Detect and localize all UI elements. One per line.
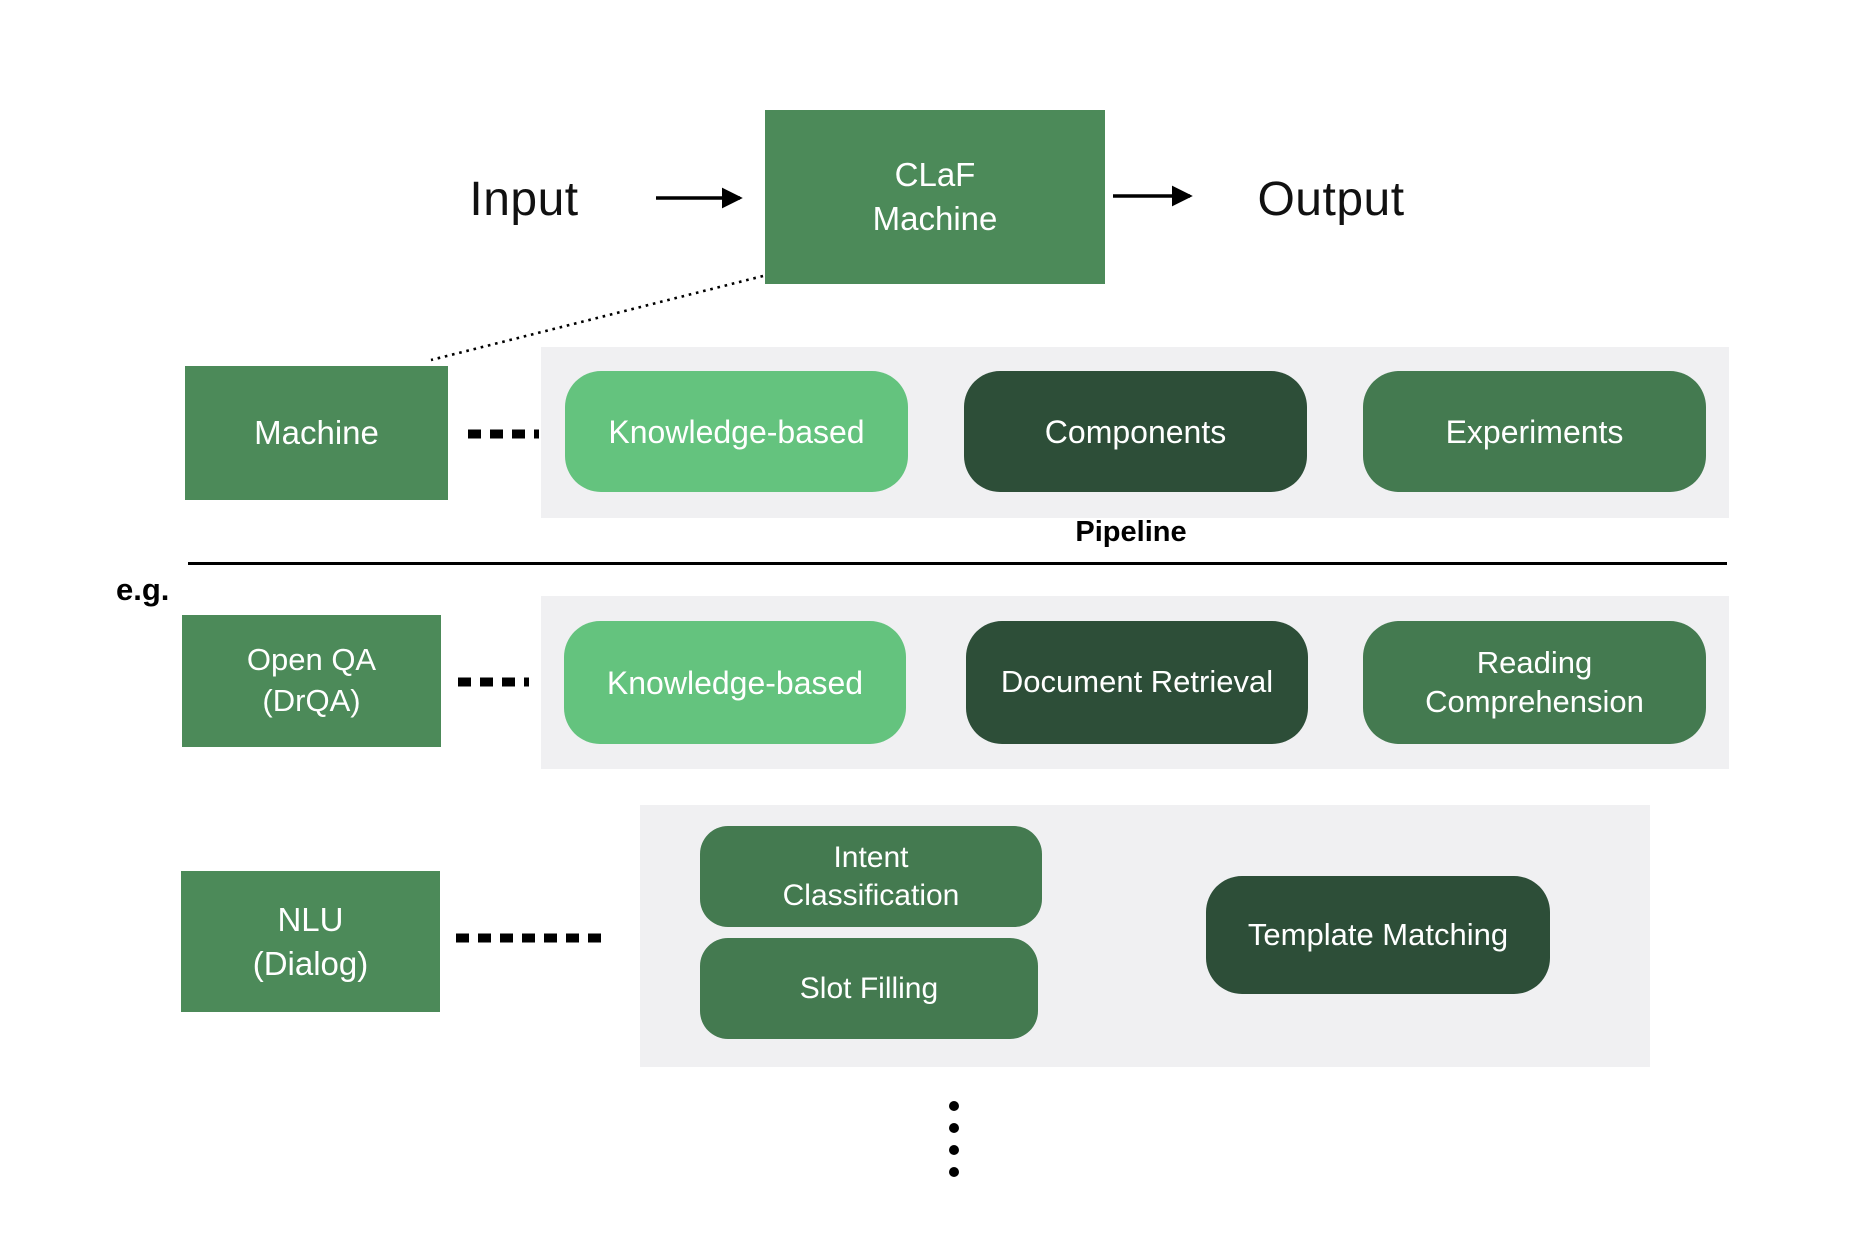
knowledge-based-node: Knowledge-based [565, 371, 908, 492]
nlu-node: NLU (Dialog) [181, 871, 440, 1012]
pipeline-caption: Pipeline [1075, 516, 1187, 548]
claf-machine-node: CLaF Machine [765, 110, 1105, 284]
slot-filling-node: Slot Filling [700, 938, 1038, 1039]
intent-classification-node: Intent Classification [700, 826, 1042, 927]
reading-comprehension-node: Reading Comprehension [1363, 621, 1706, 744]
output-label: Output [1257, 173, 1405, 226]
machine-node: Machine [185, 366, 448, 500]
openqa-node: Open QA (DrQA) [182, 615, 441, 747]
experiments-node: Experiments [1363, 371, 1706, 492]
input-label: Input [469, 173, 579, 226]
document-retrieval-node: Document Retrieval [966, 621, 1308, 744]
section-divider [188, 562, 1727, 565]
vertical-ellipsis-icon [949, 1101, 959, 1177]
template-matching-node: Template Matching [1206, 876, 1550, 994]
knowledge-based-node-2: Knowledge-based [564, 621, 906, 744]
eg-label: e.g. [116, 572, 170, 607]
components-node: Components [964, 371, 1307, 492]
